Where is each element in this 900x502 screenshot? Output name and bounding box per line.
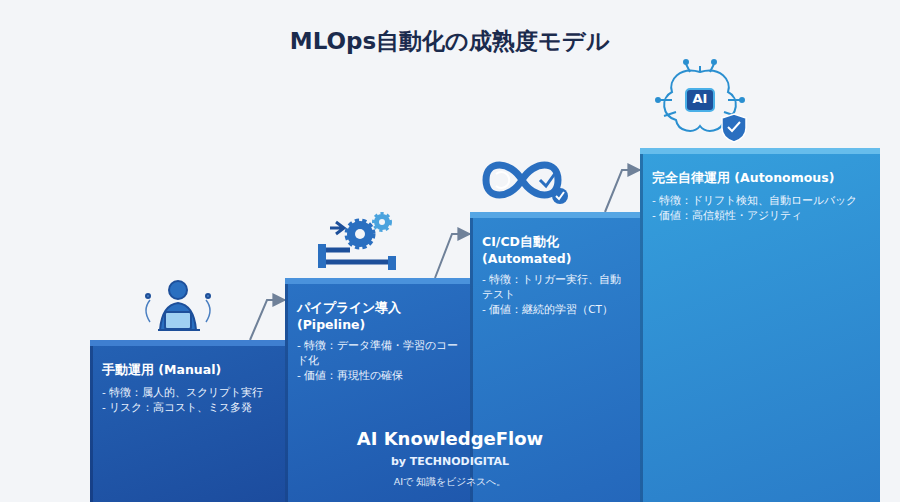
step-bullet: - 特徴：属人的、スクリプト実行 (102, 385, 275, 400)
brand-tagline: AIで 知識をビジネスへ。 (290, 476, 610, 489)
step-bullet: - 特徴：ドリフト検知、自動ロールバック (652, 193, 870, 208)
maturity-step: パイプライン導入 (Pipeline) - 特徴：データ準備・学習のコード化- 価… (285, 278, 470, 502)
maturity-step: 完全自律運用 (Autonomous) - 特徴：ドリフト検知、自動ロールバック-… (640, 148, 880, 502)
step-heading: CI/CD自動化 (Automated) (482, 234, 630, 266)
manual-icon (146, 281, 210, 330)
step-heading: 完全自律運用 (Autonomous) (652, 170, 870, 187)
step-bullet: - 価値：継続的学習（CT） (482, 302, 630, 317)
step-bullet: - 特徴：トリガー実行、自動テスト (482, 272, 630, 302)
autonomous-icon (656, 60, 746, 142)
brand-name: AI KnowledgeFlow (290, 428, 610, 449)
brand-company: by TECHNODIGITAL (290, 455, 610, 468)
step-arrow (435, 234, 470, 278)
maturity-step: 手動運用 (Manual) - 特徴：属人的、スクリプト実行- リスク：高コスト、… (90, 340, 285, 502)
step-heading: パイプライン導入 (Pipeline) (297, 300, 460, 332)
step-bullet: - 特徴：データ準備・学習のコード化 (297, 338, 460, 368)
step-heading: 手動運用 (Manual) (102, 362, 275, 379)
step-arrow (605, 170, 640, 212)
diagram-title: MLOps自動化の成熟度モデル (0, 26, 900, 57)
step-bullet: - リスク：高コスト、ミス多発 (102, 400, 275, 415)
icon-text: AI (680, 91, 720, 106)
step-bullet: - 価値：高信頼性・アジリティ (652, 208, 870, 223)
cicd-icon (486, 165, 568, 204)
step-arrow (250, 300, 285, 340)
step-bullet: - 価値：再現性の確保 (297, 368, 460, 383)
pipeline-icon (318, 214, 396, 270)
